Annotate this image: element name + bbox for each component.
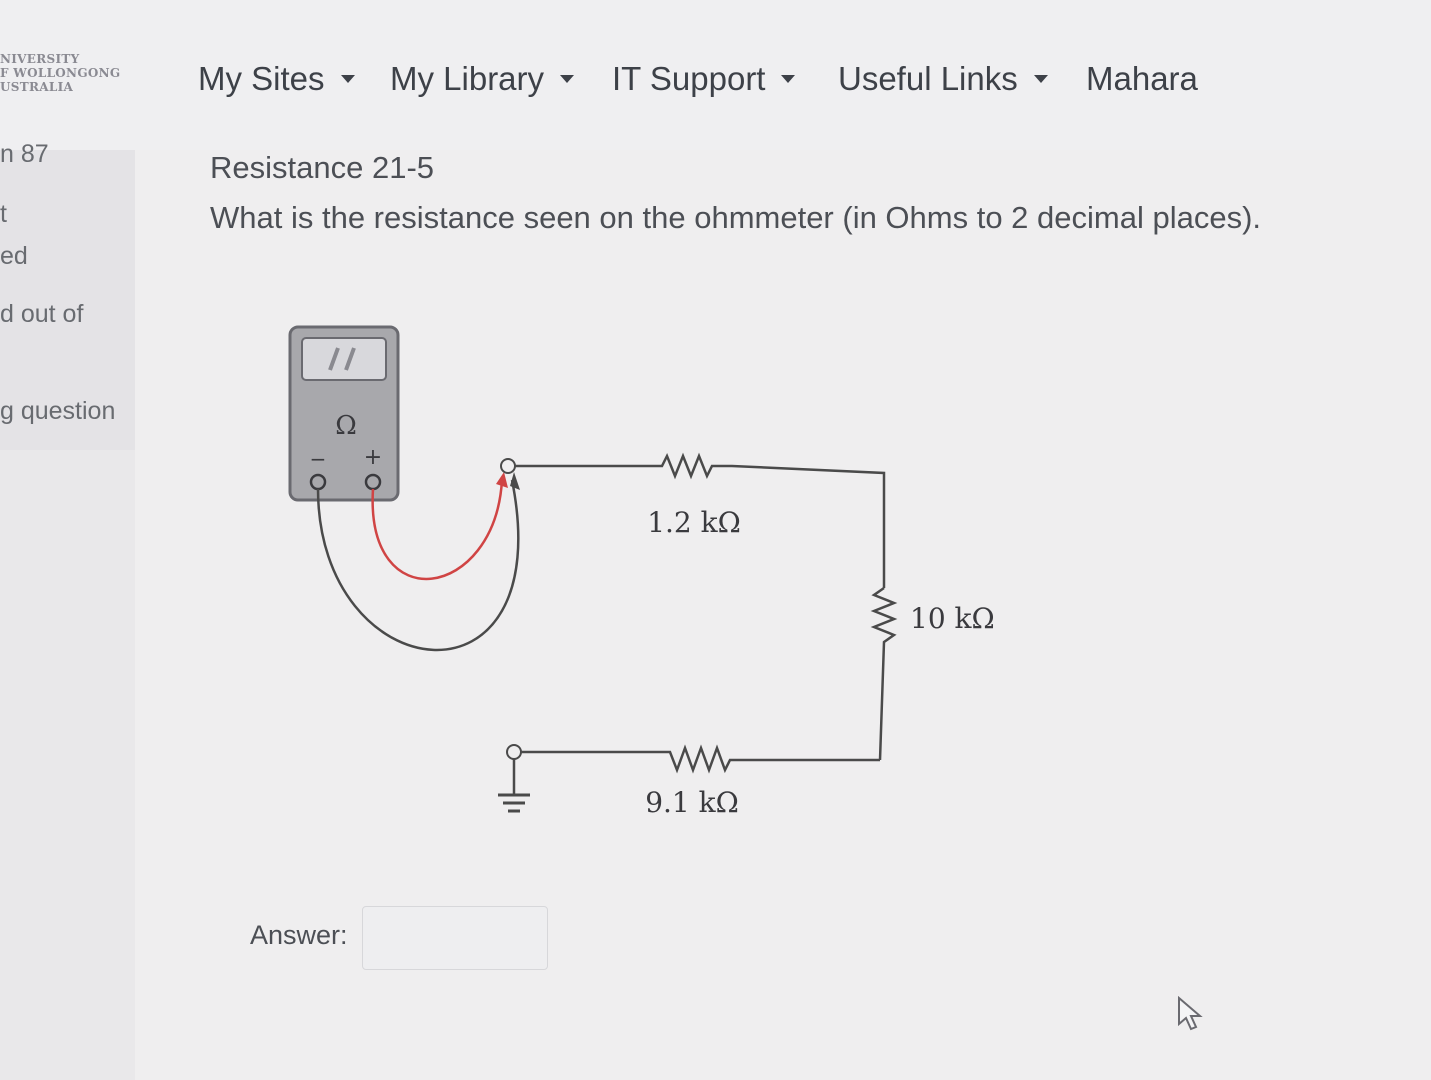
caret-down-icon bbox=[781, 75, 796, 83]
question-title: Resistance 21-5 bbox=[210, 150, 435, 185]
meter-minus-label: − bbox=[310, 447, 327, 471]
sidebar-status-line: t bbox=[0, 200, 7, 228]
bottom-node bbox=[506, 744, 522, 760]
resistor-2-wire bbox=[870, 586, 898, 761]
red-probe-tip bbox=[496, 472, 508, 488]
logo-line-1: NIVERSITY bbox=[0, 52, 80, 66]
question-content-area bbox=[135, 150, 1431, 1080]
top-navbar: NIVERSITY F WOLLONGONG USTRALIA My Sites… bbox=[0, 0, 1431, 150]
top-node bbox=[500, 458, 516, 474]
nav-my-sites-label: My Sites bbox=[198, 60, 325, 97]
caret-down-icon bbox=[340, 75, 355, 83]
sidebar-status-text: ed bbox=[0, 242, 28, 270]
nav-mahara-label: Mahara bbox=[1086, 60, 1198, 97]
r3-label: 9.1 kΩ bbox=[645, 786, 739, 819]
nav-useful-links[interactable]: Useful Links bbox=[838, 60, 1048, 98]
answer-label: Answer: bbox=[250, 920, 348, 950]
nav-my-sites[interactable]: My Sites bbox=[198, 60, 355, 98]
ground-icon bbox=[498, 759, 530, 813]
red-probe-lead bbox=[371, 479, 504, 581]
nav-it-support[interactable]: IT Support bbox=[612, 60, 796, 98]
sidebar-flag-question[interactable]: g question bbox=[0, 397, 116, 425]
nav-my-library-label: My Library bbox=[390, 60, 545, 97]
nav-useful-links-label: Useful Links bbox=[838, 60, 1018, 97]
black-probe-lead bbox=[316, 479, 520, 652]
question-text: What is the resistance seen on the ohmme… bbox=[210, 200, 1262, 235]
sidebar-question-number: n 87 bbox=[0, 140, 49, 168]
resistor-1-wire bbox=[515, 452, 886, 588]
r1-label: 1.2 kΩ bbox=[647, 506, 741, 539]
circuit-diagram: Ω − + 1.2 kΩ 10 kΩ 9.1 kΩ bbox=[288, 325, 995, 819]
meter-plus-label: + bbox=[364, 445, 382, 470]
nav-my-library[interactable]: My Library bbox=[390, 60, 575, 98]
question-info-sidebar bbox=[0, 150, 135, 450]
nav-mahara[interactable]: Mahara bbox=[1086, 60, 1198, 98]
sidebar-marks-text: d out of bbox=[0, 300, 84, 328]
black-probe-tip bbox=[510, 472, 520, 490]
ohmmeter: Ω − + bbox=[288, 325, 400, 502]
mouse-cursor-icon bbox=[1178, 996, 1203, 1031]
r2-label: 10 kΩ bbox=[910, 602, 995, 635]
logo-line-2: F WOLLONGONG bbox=[0, 66, 121, 80]
nav-it-support-label: IT Support bbox=[612, 60, 766, 97]
ohm-symbol: Ω bbox=[335, 411, 357, 441]
resistor-3-wire bbox=[520, 744, 880, 774]
university-logo[interactable]: NIVERSITY F WOLLONGONG USTRALIA bbox=[0, 52, 135, 102]
caret-down-icon bbox=[1033, 75, 1048, 83]
answer-input[interactable] bbox=[362, 906, 548, 970]
logo-line-3: USTRALIA bbox=[0, 80, 74, 94]
caret-down-icon bbox=[560, 75, 575, 83]
